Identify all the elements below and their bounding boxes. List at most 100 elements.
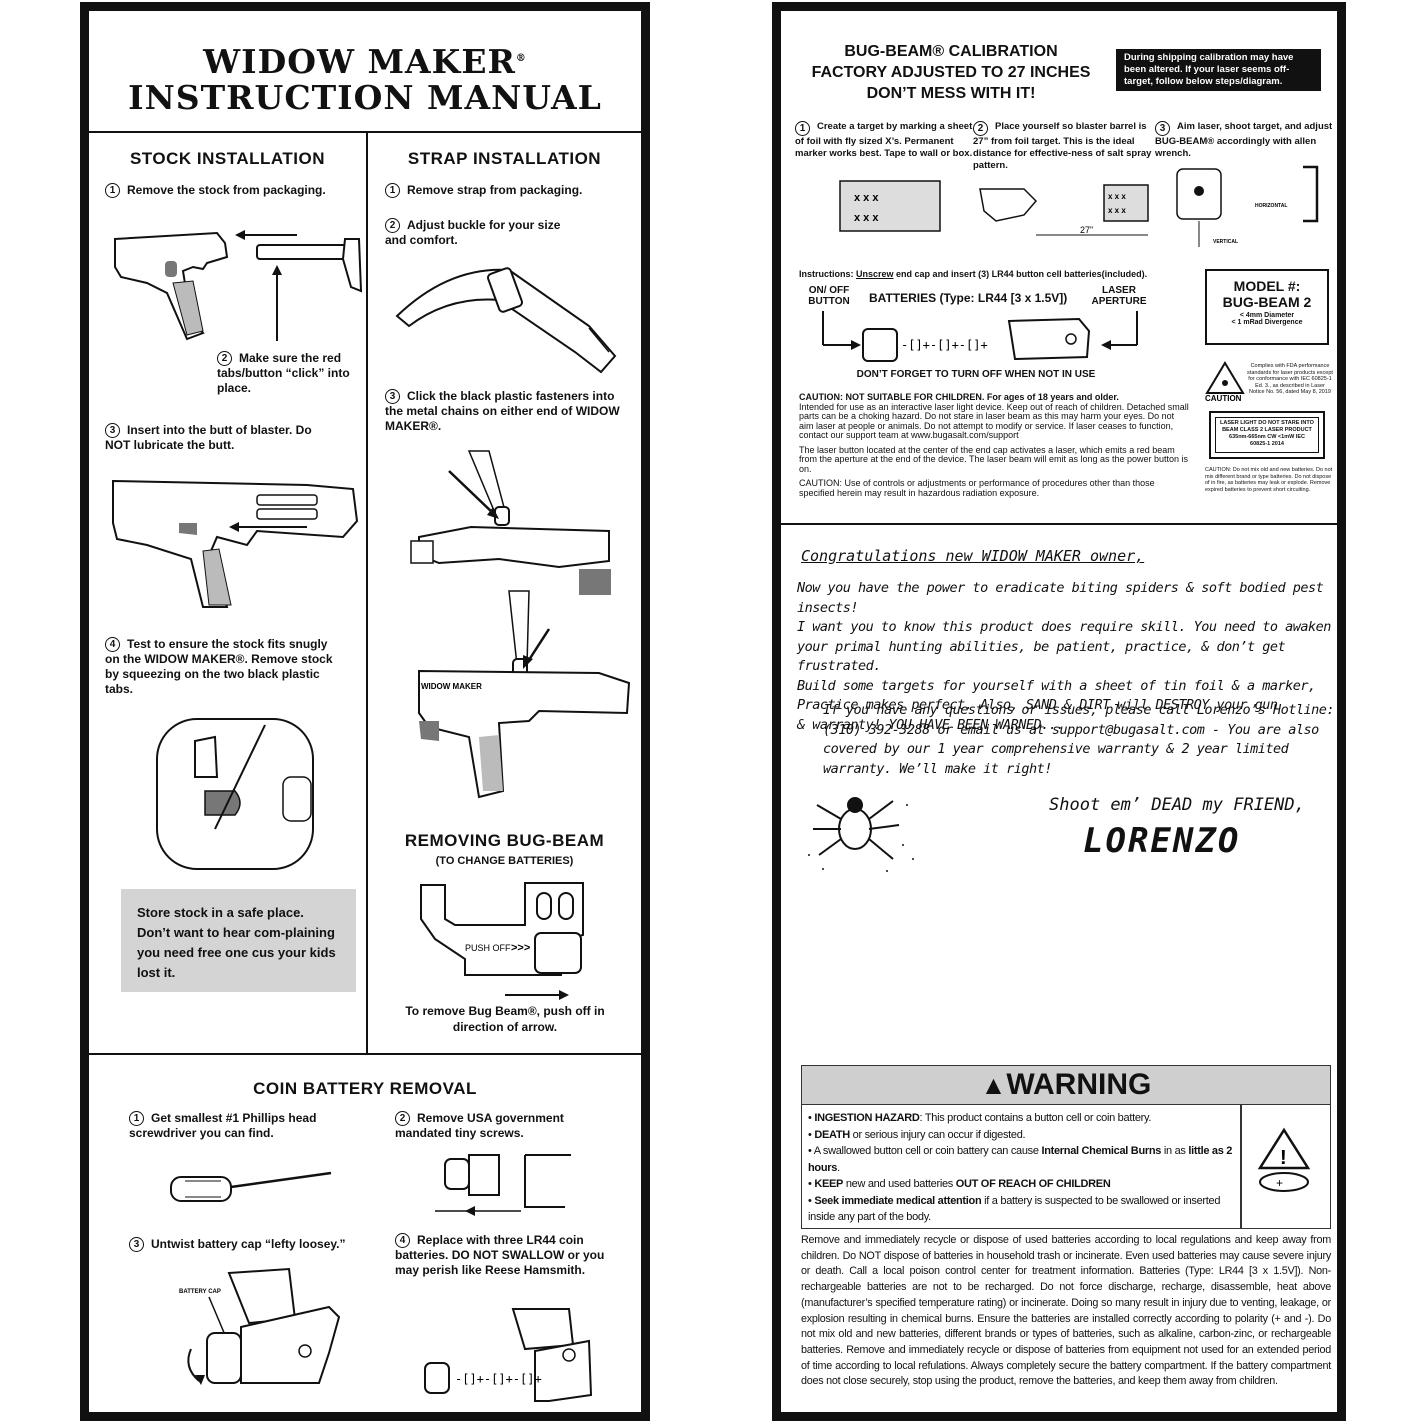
bugbeam-removal-illustration: PUSH OFF >>> (420, 882, 584, 1000)
warning-box: ▲WARNING • INGESTION HAZARD: This produc… (801, 1065, 1331, 1229)
onoff-label: ON/ OFF BUTTON (808, 285, 850, 307)
battery-instructions: Instructions: Unscrew end cap and insert… (799, 269, 1148, 279)
letter-signoff: Shoot em’ DEAD my FRIEND, (1049, 795, 1305, 815)
bugbeam-heading: REMOVING BUG-BEAM (404, 831, 605, 850)
warning-bullets: • INGESTION HAZARD: This product contain… (808, 1110, 1236, 1226)
model-box: MODEL #: BUG-BEAM 2 < 4mm Diameter < 1 m… (1205, 269, 1329, 345)
battery-sequence-icon: -[]+-[]+-[]+ (455, 1372, 542, 1386)
allen-wrench-illustration: HORIZONTAL VERTICAL (1176, 165, 1319, 247)
battery-diagram: -[]+-[]+-[]+ (822, 311, 1138, 362)
letter-line: If you have any questions or issues, ple… (823, 702, 1335, 718)
laser-caution-icon: CAUTION (1205, 361, 1245, 403)
model-spec-2: < 1 mRad Divergence (1231, 319, 1303, 326)
distance-illustration: x x x x x x 27” (979, 184, 1149, 236)
turn-off-reminder: DON’T FORGET TO TURN OFF WHEN NOT IN USE (856, 369, 1096, 380)
title-line2: INSTRUCTION MANUAL (128, 78, 602, 117)
letter-line: I want you to know this product does req… (797, 619, 1331, 635)
letter-paragraph-2: If you have any questions or issues, ple… (823, 701, 1335, 779)
stock-heading: STOCK INSTALLATION (129, 149, 326, 168)
coin-heading: COIN BATTERY REMOVAL (253, 1079, 477, 1098)
battery-caution: CAUTION: Do not mix old and new batterie… (1205, 467, 1333, 493)
warning-bullet: • DEATH or serious injury can occur if d… (808, 1128, 1026, 1141)
caution-block: CAUTION: NOT SUITABLE FOR CHILDREN. For … (799, 392, 1189, 498)
screwdriver-illustration (170, 1171, 332, 1202)
registered-mark: ® (515, 53, 527, 64)
left-manual-panel: WIDOW MAKER® INSTRUCTION MANUAL STOCK IN… (80, 2, 650, 1421)
divider (781, 523, 1337, 525)
bugbeam-caption: To remove Bug Beam®, push off in directi… (405, 1004, 605, 1034)
warning-bullet: • Seek immediate medical attention if a … (808, 1194, 1221, 1224)
svg-text:+: + (1276, 1176, 1283, 1190)
calibration-title-line2: FACTORY ADJUSTED TO 27 INCHES (811, 64, 1091, 81)
bugbeam-subheading: (TO CHANGE BATTERIES) (435, 855, 574, 867)
x-marks-icon: x x x (1108, 192, 1126, 201)
coin-battery-hazard-icon: ! + (1257, 1127, 1311, 1192)
calibration-title-line1: BUG-BEAM® CALIBRATION (844, 43, 1058, 60)
letter-body: Now you have the power to eradicate biti… (797, 579, 1342, 735)
laser-aperture-label: LASER APERTURE (1091, 285, 1147, 307)
warning-triangle-icon: ▲ (980, 1070, 1007, 1100)
warning-bullet: • A swallowed button cell or coin batter… (808, 1145, 1233, 1174)
strap-heading: STRAP INSTALLATION (407, 149, 602, 168)
warning-bullet: • KEEP new and used batteries OUT OF REA… (808, 1178, 1111, 1190)
disposal-text: Remove and immediately recycle or dispos… (801, 1234, 1331, 1388)
stock-gun-illustration (114, 230, 363, 341)
batteries-label: BATTERIES (Type: LR44 [3 x 1.5V]) (869, 291, 1068, 305)
letter-line: & warranty! YOU HAVE BEEN WARNED... (797, 716, 1064, 733)
caution-head: CAUTION: NOT SUITABLE FOR CHILDREN. For … (799, 392, 1119, 402)
letter-line: covered by our 1 year comprehensive warr… (823, 741, 1289, 757)
foil-target-illustration: x x x x x x (839, 180, 941, 232)
strap-attach-illustration: WIDOW MAKER (410, 450, 631, 799)
distance-label: 27” (1080, 225, 1093, 235)
widow-maker-logo: WIDOW MAKER (421, 682, 482, 691)
model-label: MODEL #: (1233, 278, 1301, 294)
warning-bullet: • INGESTION HAZARD: This product contain… (808, 1112, 1152, 1124)
caution-body: Intended for use as an interactive laser… (799, 401, 1189, 440)
right-manual-panel: BUG-BEAM® CALIBRATION FACTORY ADJUSTED T… (772, 2, 1346, 1421)
spider-icon (808, 797, 914, 872)
controls-caution: CAUTION: Use of controls or adjustments … (799, 478, 1155, 498)
warning-title: WARNING (1006, 1068, 1152, 1101)
x-marks-icon: x x x (854, 192, 879, 204)
letter-line: (310) 392-3288 or email us at support@bu… (823, 721, 1319, 738)
divider (366, 131, 368, 1053)
letter-line: warranty. We’ll make it right! (823, 760, 1052, 777)
laser-label-text: LASER LIGHT DO NOT STARE INTO BEAM CLASS… (1215, 417, 1319, 453)
stock-insert-illustration (112, 479, 359, 608)
x-marks-icon: x x x (1108, 206, 1126, 215)
manual-title: WIDOW MAKER® INSTRUCTION MANUAL (89, 41, 641, 116)
warning-header: ▲WARNING (802, 1066, 1330, 1105)
divider (89, 131, 641, 133)
signature: LORENZO (1083, 821, 1241, 861)
svg-text:!: ! (1280, 1147, 1287, 1169)
calibration-title: BUG-BEAM® CALIBRATION FACTORY ADJUSTED T… (791, 41, 1111, 104)
letter-line: Build some targets for yourself with a s… (797, 677, 1316, 694)
calibration-title-line3: DON’T MESS WITH IT! (866, 85, 1036, 102)
letter-line: your primal hunting abilities, be patien… (797, 638, 1286, 675)
tiny-screws-illustration (435, 1154, 571, 1216)
shipping-notice: During shipping calibration may have bee… (1116, 49, 1321, 91)
stock-note-box: Store stock in a safe place. Don’t want … (121, 889, 356, 992)
stock-note-text: Store stock in a safe place. Don’t want … (137, 905, 336, 980)
divider (1240, 1104, 1242, 1228)
model-name: BUG-BEAM 2 (1222, 294, 1312, 310)
horizontal-label: HORIZONTAL (1255, 203, 1287, 209)
compliance-note: Complies with FDA performance standards … (1247, 363, 1333, 395)
letter-line: Now you have the power to eradicate biti… (797, 580, 1324, 616)
x-marks-icon: x x x (854, 212, 879, 224)
push-off-label: PUSH OFF (465, 943, 511, 953)
